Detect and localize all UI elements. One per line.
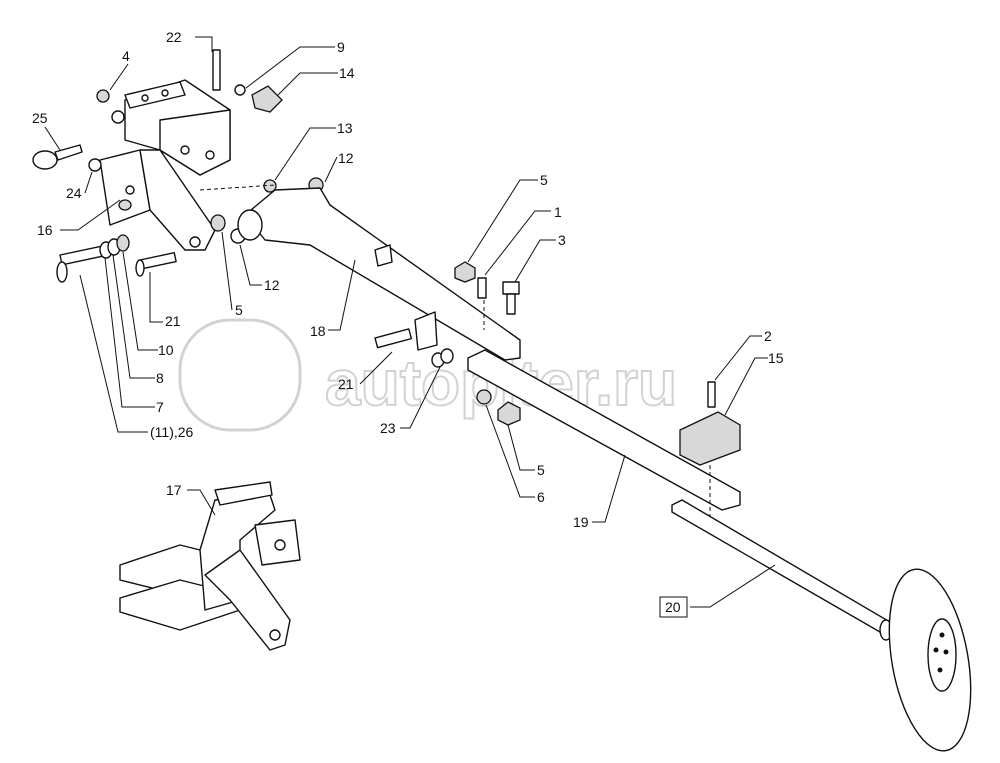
callout-21-middle: 21 — [338, 376, 354, 392]
callout-8: 8 — [156, 370, 164, 386]
callout-14: 14 — [339, 65, 355, 81]
callout-labels: 22 9 4 14 25 13 12 24 5 1 3 16 12 21 5 1… — [32, 29, 784, 618]
callout-20-box — [659, 596, 688, 618]
hardware-top — [32, 49, 283, 211]
leader-lines — [44, 36, 776, 608]
callout-5-left: 5 — [235, 302, 243, 318]
callout-4: 4 — [122, 48, 130, 64]
callout-10: 10 — [158, 342, 174, 358]
callout-22: 22 — [166, 29, 182, 45]
callout-17: 17 — [166, 482, 182, 498]
bolts-1-3-5 — [454, 261, 520, 330]
callout-21: 21 — [165, 313, 181, 329]
callout-12-lower: 12 — [264, 277, 280, 293]
callout-3: 3 — [558, 232, 566, 248]
callout-23: 23 — [380, 420, 396, 436]
callout-13: 13 — [337, 120, 353, 136]
callout-19: 19 — [573, 514, 589, 530]
callout-7: 7 — [156, 399, 164, 415]
callout-5-lower: 5 — [537, 462, 545, 478]
mounting-bracket-16 — [99, 79, 231, 251]
bracket-17 — [119, 481, 301, 651]
bracket-15 — [679, 381, 741, 520]
callout-25: 25 — [32, 110, 48, 126]
wheel-shaft-20 — [671, 499, 972, 752]
callout-24: 24 — [66, 185, 82, 201]
beam-19 — [374, 328, 741, 511]
callout-18: 18 — [310, 323, 326, 339]
beam-18 — [199, 184, 521, 361]
callout-6: 6 — [537, 489, 545, 505]
callout-5: 5 — [540, 172, 548, 188]
callout-15: 15 — [768, 350, 784, 366]
callout-16: 16 — [37, 222, 53, 238]
callout-2: 2 — [764, 328, 772, 344]
callout-11-26: (11),26 — [150, 424, 194, 440]
callout-12: 12 — [338, 150, 354, 166]
callout-1: 1 — [554, 204, 562, 220]
callout-20: 20 — [665, 599, 681, 615]
callout-9: 9 — [337, 39, 345, 55]
